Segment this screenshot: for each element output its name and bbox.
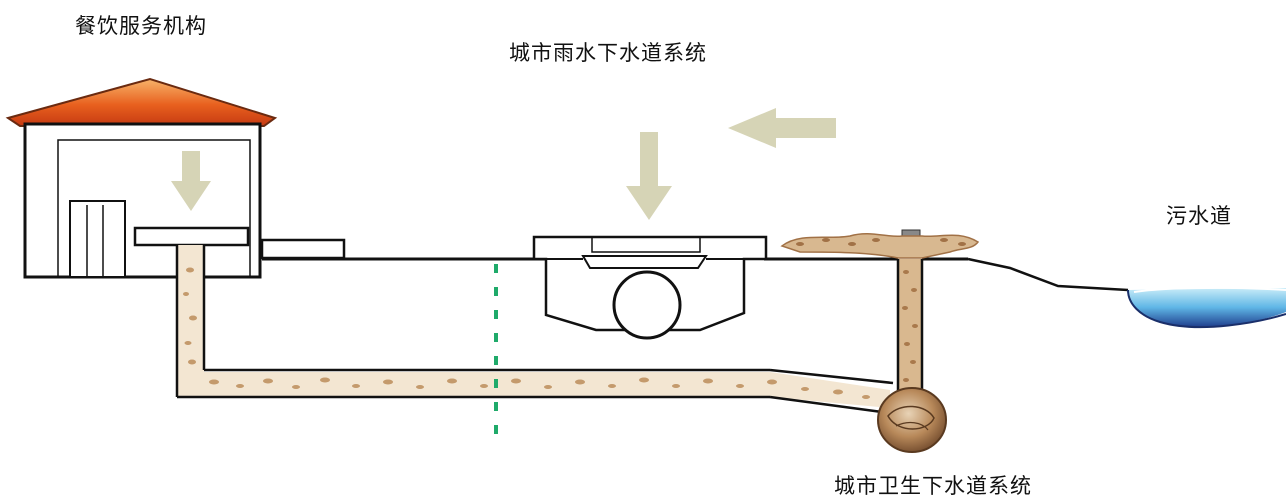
- storm-drain-inlet: [532, 108, 836, 340]
- restaurant-label: 餐饮服务机构: [75, 14, 207, 38]
- sewer-label: 污水道: [1166, 204, 1232, 228]
- grease-particles: [183, 267, 870, 399]
- left-arrow-storm: [728, 108, 836, 148]
- storm-pipe: [612, 270, 682, 340]
- roof: [5, 77, 278, 127]
- building-door: [69, 200, 126, 278]
- shaft-particles: [902, 270, 918, 382]
- sanitary-shaft: [780, 229, 980, 453]
- manhole-cover: [901, 229, 921, 237]
- storm-sewer-label: 城市雨水下水道系统: [509, 41, 707, 65]
- sanitary-sewer-label: 城市卫生下水道系统: [834, 474, 1032, 498]
- overflow-splash: [780, 233, 980, 259]
- sink-counter: [133, 226, 250, 247]
- water-body: [1127, 286, 1286, 329]
- down-arrow-restaurant: [171, 151, 211, 211]
- grease-pipe: [175, 245, 894, 414]
- ground-surface: [260, 238, 1129, 292]
- down-arrow-storm: [626, 132, 672, 220]
- building-wall: [23, 122, 262, 279]
- restaurant-building: [5, 77, 278, 279]
- sanitary-sewer-pipe: [877, 387, 947, 453]
